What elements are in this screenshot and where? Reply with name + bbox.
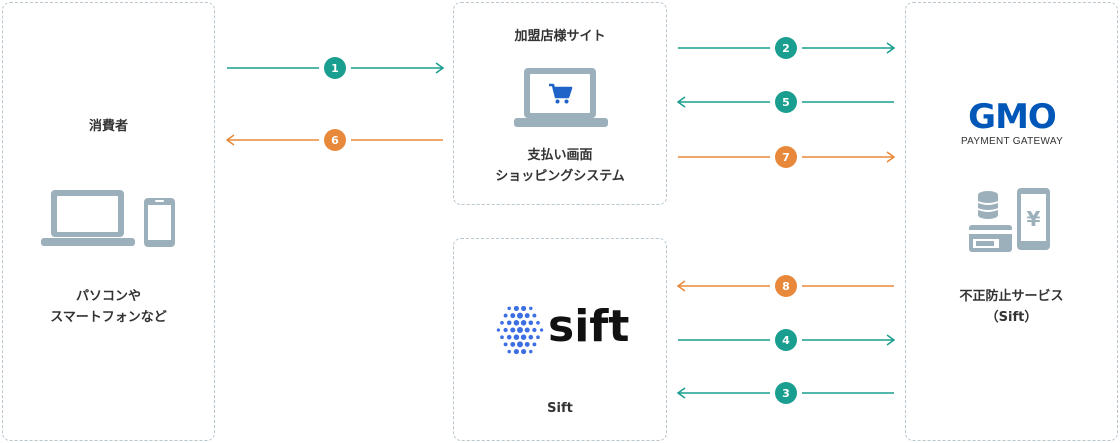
step-number-5: 5 bbox=[782, 96, 790, 109]
flow-arrow-4: 4 bbox=[678, 324, 896, 356]
flow-arrow-5: 5 bbox=[676, 86, 894, 118]
step-badge-5 bbox=[775, 91, 797, 113]
gmo-caption-line-2: （Sift） bbox=[985, 310, 1038, 325]
step-badge-1 bbox=[324, 57, 346, 79]
gmo-logo: GMO PAYMENT GATEWAY bbox=[940, 97, 1084, 147]
flow-arrow-2: 2 bbox=[678, 32, 896, 64]
arrow-head-5 bbox=[676, 96, 686, 108]
arrow-head-8 bbox=[676, 280, 686, 292]
arrow-head-1 bbox=[435, 62, 445, 74]
sift-box bbox=[453, 238, 667, 441]
merchant-caption: 支払い画面 ショッピングシステム bbox=[453, 145, 667, 187]
step-badge-6 bbox=[324, 129, 346, 151]
gmo-caption-line-1: 不正防止サービス bbox=[959, 289, 1064, 304]
smartphone-icon bbox=[144, 198, 175, 247]
consumer-title-text: 消費者 bbox=[88, 119, 128, 134]
step-badge-7 bbox=[775, 146, 797, 168]
flow-arrow-1: 1 bbox=[227, 52, 445, 84]
step-badge-3 bbox=[775, 382, 797, 404]
laptop-cart-icon bbox=[514, 68, 608, 127]
gmo-caption: 不正防止サービス （Sift） bbox=[905, 286, 1118, 328]
arrow-head-6 bbox=[225, 134, 235, 146]
flow-arrow-3: 3 bbox=[676, 377, 894, 409]
step-number-3: 3 bbox=[782, 387, 790, 400]
gmo-box bbox=[905, 2, 1118, 441]
sift-logo-text: sift bbox=[548, 301, 630, 352]
merchant-title-text: 加盟店様サイト bbox=[514, 29, 606, 44]
sift-dots-logo bbox=[496, 305, 544, 355]
coin-stack-icon bbox=[977, 191, 999, 219]
consumer-title: 消費者 bbox=[2, 116, 215, 137]
card-icon bbox=[969, 225, 1012, 252]
step-badge-4 bbox=[775, 329, 797, 351]
step-badge-2 bbox=[775, 37, 797, 59]
svg-text:¥: ¥ bbox=[1027, 207, 1041, 231]
step-number-1: 1 bbox=[331, 62, 339, 75]
merchant-caption-line-2: ショッピングシステム bbox=[495, 169, 625, 184]
arrow-head-7 bbox=[886, 151, 896, 163]
consumer-caption-line-1: パソコンや bbox=[75, 289, 141, 304]
step-number-8: 8 bbox=[782, 280, 790, 293]
flow-arrow-8: 8 bbox=[676, 270, 894, 302]
flow-arrow-7: 7 bbox=[678, 141, 896, 173]
gmo-logo-sub: PAYMENT GATEWAY bbox=[960, 136, 1064, 147]
merchant-caption-line-1: 支払い画面 bbox=[527, 148, 593, 163]
step-number-2: 2 bbox=[782, 42, 790, 55]
consumer-caption: パソコンや スマートフォンなど bbox=[2, 286, 215, 328]
yen-phone-icon: ¥ bbox=[1017, 188, 1050, 250]
step-number-7: 7 bbox=[782, 151, 790, 164]
arrow-head-2 bbox=[886, 42, 896, 54]
arrow-head-4 bbox=[886, 334, 896, 346]
consumer-caption-line-2: スマートフォンなど bbox=[50, 310, 167, 325]
gmo-logo-main: GMO bbox=[968, 97, 1057, 137]
merchant-title: 加盟店様サイト bbox=[453, 26, 667, 47]
step-number-6: 6 bbox=[331, 134, 339, 147]
sift-caption-text: Sift bbox=[547, 401, 573, 416]
step-badge-8 bbox=[775, 275, 797, 297]
flow-arrow-6: 6 bbox=[225, 124, 443, 156]
laptop-icon bbox=[41, 190, 135, 246]
arrow-head-3 bbox=[676, 387, 686, 399]
sift-caption: Sift bbox=[453, 398, 667, 419]
step-number-4: 4 bbox=[782, 334, 790, 347]
